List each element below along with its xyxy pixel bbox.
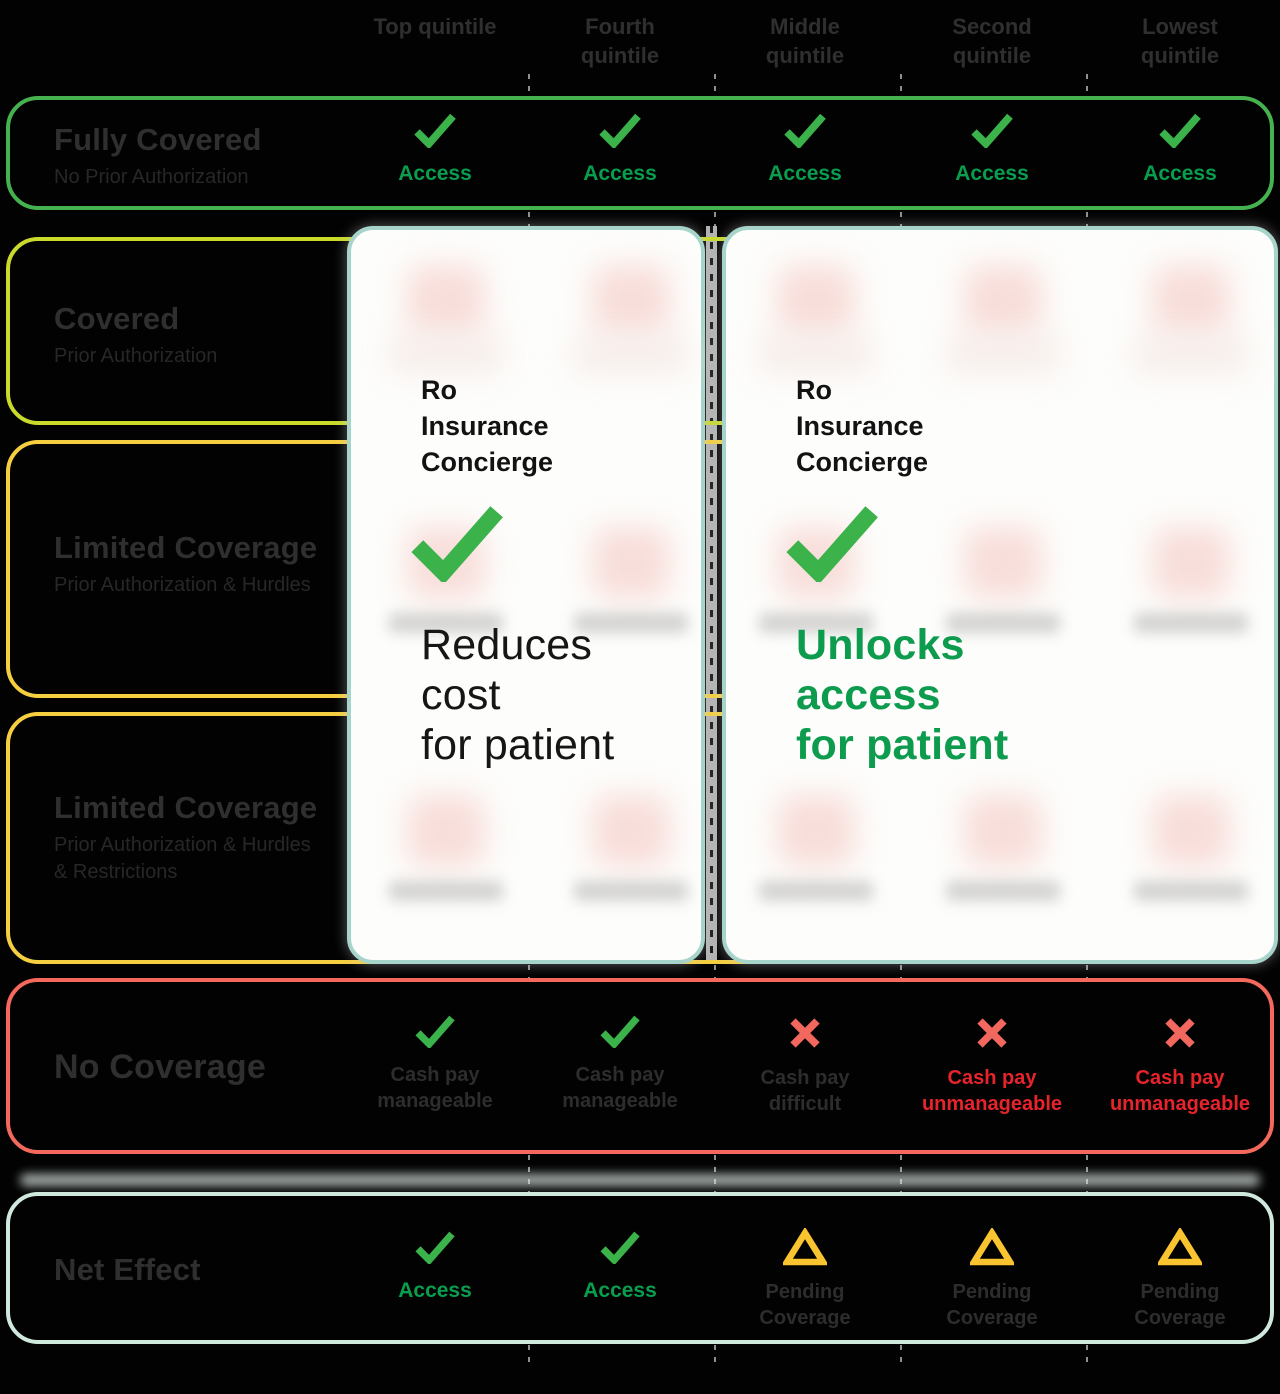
cell-no-coverage-second: Cash pay unmanageable: [907, 1014, 1077, 1117]
blurred-icon: [946, 795, 1060, 925]
card-headline: Reduces cost for patient: [421, 621, 615, 769]
row-net-effect: Net Effect: [6, 1192, 1274, 1344]
cell-label: Access: [768, 162, 842, 185]
row-fully-covered: Fully Covered No Prior Authorization: [6, 96, 1274, 210]
warning-triangle-icon: [781, 1226, 829, 1268]
blurred-icon: [759, 795, 873, 925]
row-no-coverage: No Coverage: [6, 978, 1274, 1154]
row-title: Fully Covered: [54, 122, 262, 157]
card-divider-dashed-line: [706, 226, 717, 964]
warning-triangle-icon: [1156, 1226, 1204, 1268]
check-icon: [599, 1014, 641, 1054]
cell-label: Cash pay difficult: [760, 1067, 850, 1115]
blurred-icon: [574, 795, 688, 925]
cell-fully-covered-lowest: Access: [1095, 112, 1265, 187]
row-title: Net Effect: [54, 1252, 201, 1287]
row-subtitle: Prior Authorization & Hurdles & Restrict…: [54, 834, 311, 883]
cell-label: Pending Coverage: [1134, 1281, 1226, 1329]
card-unlocks-access: Ro Insurance Concierge Unlocks access fo…: [722, 226, 1278, 964]
blurred-icon: [1134, 265, 1248, 395]
check-icon: [413, 112, 457, 152]
cell-label: Access: [955, 162, 1029, 185]
cell-no-coverage-middle: Cash pay difficult: [720, 1014, 890, 1117]
cell-label: Pending Coverage: [946, 1281, 1038, 1329]
column-divider-dashes: [0, 965, 1280, 978]
cell-net-effect-lowest: Pending Coverage: [1095, 1226, 1265, 1331]
card-brand: Ro Insurance Concierge: [421, 375, 554, 477]
blurred-icon: [574, 265, 688, 395]
column-header-second-quintile: Second quintile: [952, 14, 1032, 68]
row-title: Covered: [54, 301, 180, 336]
check-icon: [783, 112, 827, 152]
row-subtitle: No Prior Authorization: [54, 166, 249, 188]
check-icon: [784, 502, 880, 587]
cell-label: Access: [398, 1279, 472, 1302]
check-icon: [970, 112, 1014, 152]
cell-label: Cash pay unmanageable: [1109, 1067, 1251, 1115]
column-header-top-quintile: Top quintile: [373, 14, 497, 39]
cell-label: Access: [398, 162, 472, 185]
card-brand: Ro Insurance Concierge: [796, 375, 929, 477]
row-title: Limited Coverage: [54, 790, 318, 825]
column-header-middle-quintile: Middle quintile: [765, 14, 845, 68]
check-icon: [598, 112, 642, 152]
cell-label: Access: [1143, 162, 1217, 185]
card-headline: Unlocks access for patient: [796, 621, 1009, 769]
check-icon: [599, 1230, 641, 1270]
column-header-fourth-quintile: Fourth quintile: [580, 14, 660, 68]
warning-triangle-icon: [968, 1226, 1016, 1268]
column-header-lowest-quintile: Lowest quintile: [1140, 14, 1220, 68]
cell-label: Cash pay manageable: [562, 1064, 678, 1112]
cell-net-effect-second: Pending Coverage: [907, 1226, 1077, 1331]
cell-net-effect-middle: Pending Coverage: [720, 1226, 890, 1331]
x-icon: [973, 1014, 1011, 1054]
cell-label: Access: [583, 1279, 657, 1302]
cell-no-coverage-lowest: Cash pay unmanageable: [1095, 1014, 1265, 1117]
blurred-icon: [1134, 527, 1248, 657]
cell-no-coverage-fourth: Cash pay manageable: [535, 1014, 705, 1114]
check-icon: [414, 1230, 456, 1270]
cell-fully-covered-top: Access: [350, 112, 520, 187]
cell-label: Pending Coverage: [759, 1281, 851, 1329]
row-subtitle: Prior Authorization & Hurdles: [54, 574, 311, 596]
cell-fully-covered-fourth: Access: [535, 112, 705, 187]
x-icon: [1161, 1014, 1199, 1054]
cell-net-effect-fourth: Access: [535, 1230, 705, 1304]
blurred-icon: [946, 265, 1060, 395]
cell-no-coverage-top: Cash pay manageable: [350, 1014, 520, 1114]
check-icon: [409, 502, 505, 587]
card-reduces-cost: Ro Insurance Concierge Reduces cost for …: [347, 226, 705, 964]
cell-fully-covered-second: Access: [907, 112, 1077, 187]
check-icon: [414, 1014, 456, 1054]
net-effect-row-glow: [20, 1174, 1260, 1186]
column-divider-dashes: [0, 1345, 1280, 1367]
cell-fully-covered-middle: Access: [720, 112, 890, 187]
row-subtitle: Prior Authorization: [54, 345, 218, 367]
cell-label: Cash pay unmanageable: [921, 1067, 1063, 1115]
cell-label: Access: [583, 162, 657, 185]
check-icon: [1158, 112, 1202, 152]
blurred-icon: [389, 795, 503, 925]
x-icon: [786, 1014, 824, 1054]
row-title: Limited Coverage: [54, 530, 318, 565]
row-title: No Coverage: [54, 1048, 266, 1086]
column-divider-dashes: [0, 74, 1280, 96]
blurred-icon: [1134, 795, 1248, 925]
cell-label: Cash pay manageable: [377, 1064, 493, 1112]
cell-net-effect-top: Access: [350, 1230, 520, 1304]
